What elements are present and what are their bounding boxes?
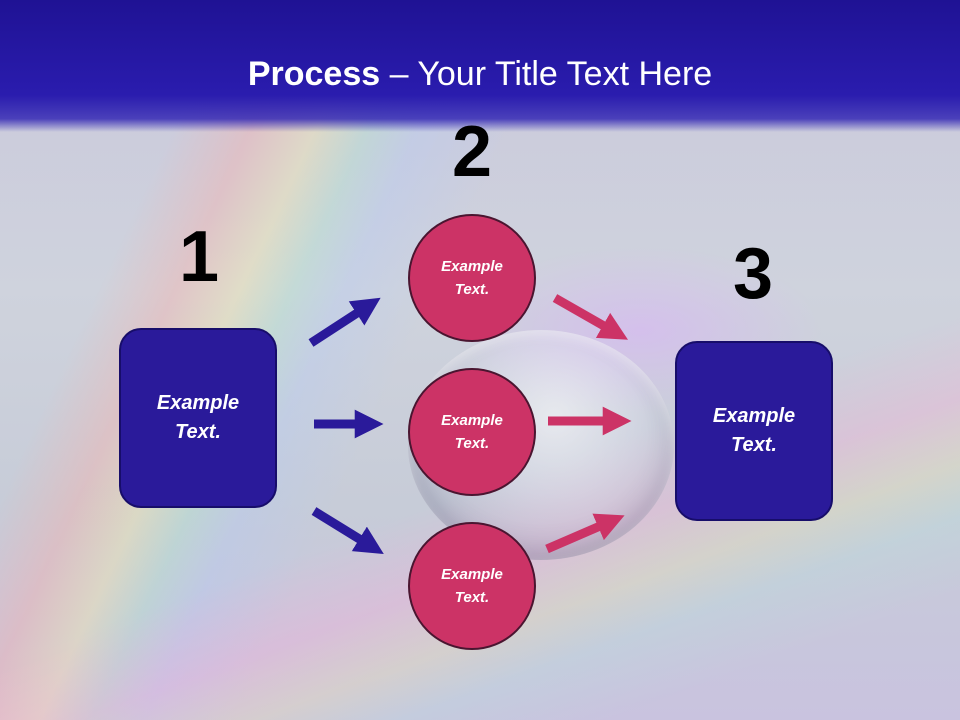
- circle-middle-text: Example Text.: [441, 412, 503, 452]
- arrow-1-to-top: [308, 297, 381, 347]
- step-box-1-text: Example Text.: [156, 392, 240, 443]
- slide-title: Process – Your Title Text Here: [0, 52, 960, 96]
- step-number-2: 2: [451, 112, 493, 192]
- step-box-1: Example Text.: [119, 328, 277, 508]
- arrow-top-to-3: [552, 294, 629, 340]
- circle-top: Example Text.: [408, 214, 536, 342]
- header-band: [0, 0, 960, 132]
- title-rest: – Your Title Text Here: [380, 55, 713, 93]
- step-box-3: Example Text.: [675, 341, 833, 521]
- circle-middle: Example Text.: [408, 368, 536, 496]
- step-number-1: 1: [178, 217, 220, 297]
- circle-bottom: Example Text.: [408, 522, 536, 650]
- title-bold: Process: [247, 55, 381, 93]
- circle-top-text: Example Text.: [441, 258, 503, 298]
- arrow-1-to-bottom: [311, 507, 384, 555]
- step-number-3: 3: [732, 234, 774, 314]
- circle-bottom-text: Example Text.: [441, 566, 503, 606]
- step-box-3-text: Example Text.: [712, 405, 796, 456]
- arrow-bottom-to-3: [545, 513, 625, 554]
